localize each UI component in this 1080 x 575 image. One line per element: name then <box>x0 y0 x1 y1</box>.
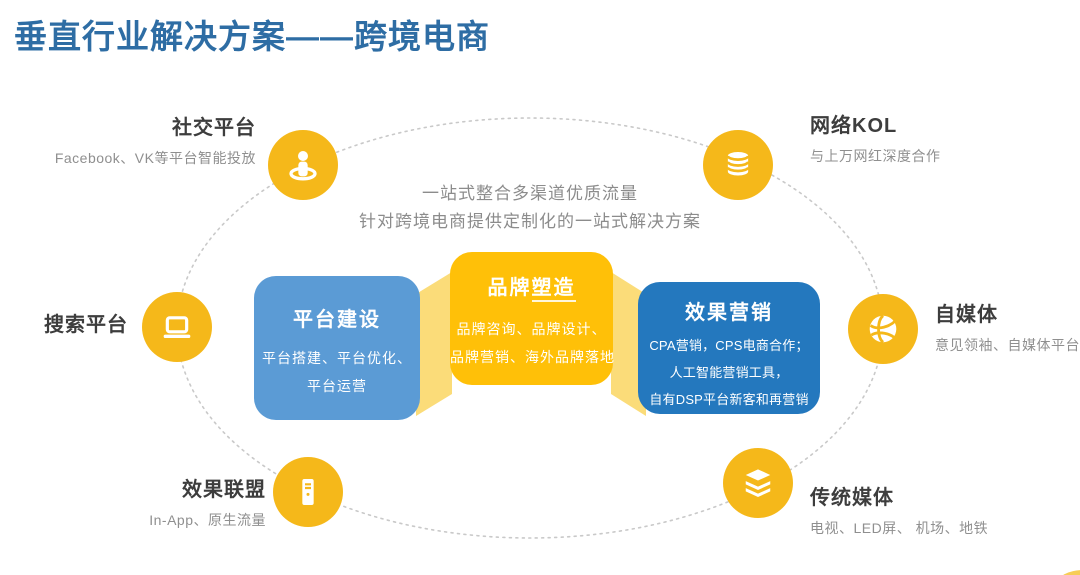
process-box-performance-line3: 自有DSP平台新客和再营销 <box>649 392 809 407</box>
process-box-performance: 效果营销 CPA营销，CPS电商合作； 人工智能营销工具， 自有DSP平台新客和… <box>638 282 820 414</box>
process-box-platform-line1: 平台搭建、平台优化、 <box>262 350 412 366</box>
globe-icon <box>869 314 897 344</box>
person-marker-icon <box>289 151 317 181</box>
node-social: 社交平台 Facebook、VK等平台智能投放 <box>40 116 256 167</box>
connector-fold-right <box>611 272 646 416</box>
node-selfmedia-desc: 意见领袖、自媒体平台 <box>935 337 1080 353</box>
node-kol: 网络KOL 与上万网红深度合作 <box>810 114 941 165</box>
process-box-brand-line1: 品牌咨询、品牌设计、 <box>456 321 607 337</box>
node-selfmedia: 自媒体 意见领袖、自媒体平台 <box>935 303 1080 354</box>
process-box-brand: 品牌塑造 品牌咨询、品牌设计、 品牌营销、海外品牌落地 <box>450 252 615 385</box>
process-box-platform: 平台建设 平台搭建、平台优化、 平台运营 <box>254 276 420 420</box>
node-kol-label: 网络KOL <box>810 115 898 137</box>
node-selfmedia-label: 自媒体 <box>935 304 998 326</box>
node-traditional: 传统媒体 电视、LED屏、 机场、地铁 <box>810 486 988 537</box>
node-alliance-desc: In-App、原生流量 <box>149 512 266 528</box>
node-circle-selfmedia <box>848 294 918 364</box>
node-alliance-label: 效果联盟 <box>182 479 266 501</box>
node-alliance: 效果联盟 In-App、原生流量 <box>60 478 266 529</box>
database-icon <box>726 152 750 176</box>
process-box-brand-title: 品牌塑造 <box>450 271 613 302</box>
node-circle-social <box>268 130 338 200</box>
center-tagline-line2: 针对跨境电商提供定制化的一站式解决方案 <box>359 212 701 231</box>
node-traditional-desc: 电视、LED屏、 机场、地铁 <box>810 520 989 536</box>
process-box-performance-line2: 人工智能营销工具， <box>669 365 789 380</box>
process-box-performance-title: 效果营销 <box>685 302 773 324</box>
node-social-desc: Facebook、VK等平台智能投放 <box>54 150 256 166</box>
node-traditional-label: 传统媒体 <box>810 487 894 509</box>
connector-fold-left <box>416 272 452 416</box>
server-icon <box>302 479 314 505</box>
center-tagline-line1: 一站式整合多渠道优质流量 <box>422 184 638 203</box>
center-tagline: 一站式整合多渠道优质流量 针对跨境电商提供定制化的一站式解决方案 <box>330 180 730 236</box>
node-kol-desc: 与上万网红深度合作 <box>810 148 941 164</box>
process-box-brand-title-suffix: 塑造 <box>531 277 576 302</box>
process-box-brand-line2: 品牌营销、海外品牌落地 <box>450 349 615 365</box>
page-title: 垂直行业解决方案——跨境电商 <box>14 18 490 55</box>
node-search: 搜索平台 <box>20 313 128 337</box>
node-circle-alliance <box>273 457 343 527</box>
process-box-performance-line1: CPA营销，CPS电商合作； <box>649 338 809 353</box>
node-circle-traditional <box>723 448 793 518</box>
node-search-label: 搜索平台 <box>44 314 128 336</box>
laptop-icon <box>163 316 191 338</box>
process-box-platform-line2: 平台运营 <box>307 378 367 394</box>
node-social-label: 社交平台 <box>172 117 256 139</box>
layers-icon <box>745 469 771 497</box>
process-box-platform-title: 平台建设 <box>293 309 381 331</box>
node-circle-kol <box>703 130 773 200</box>
corner-decoration <box>1063 570 1080 575</box>
process-box-brand-title-prefix: 品牌 <box>487 277 532 299</box>
node-circle-search <box>142 292 212 362</box>
